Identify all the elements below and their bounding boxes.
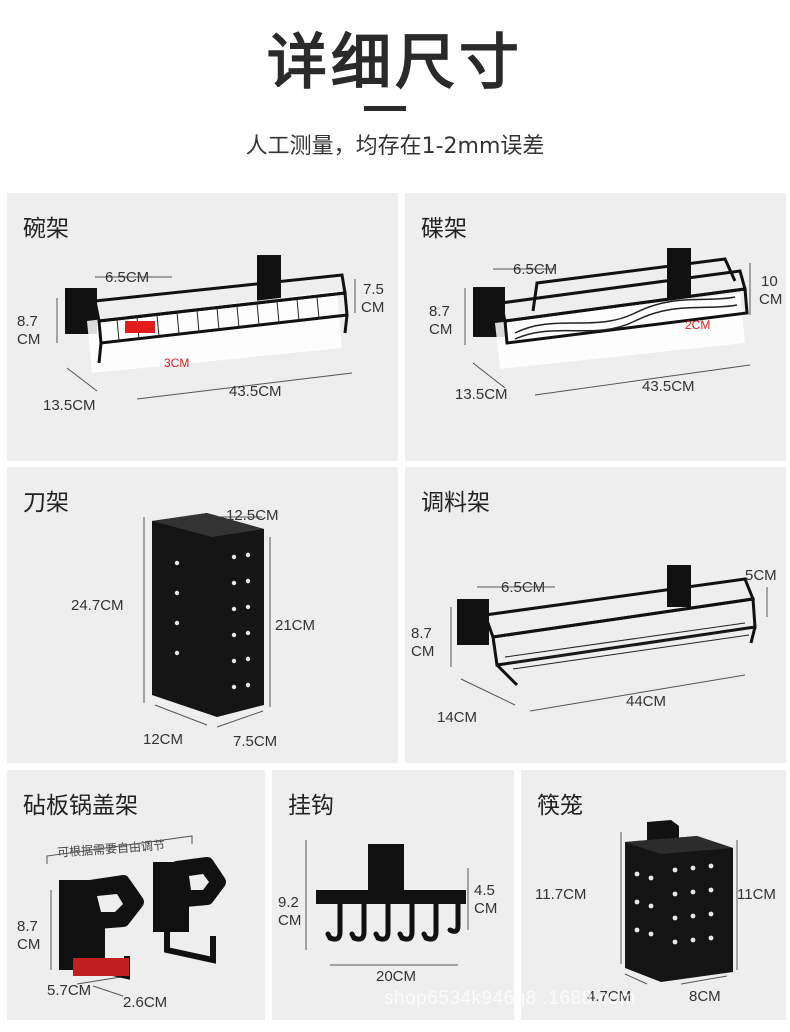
dim-height-unit: CM: [17, 936, 41, 953]
dim-hook-height: 4.5: [474, 882, 495, 899]
dim-height-left-unit: CM: [17, 331, 41, 348]
dim-height-right-unit: CM: [361, 299, 385, 316]
dim-body-height: 21CM: [275, 617, 316, 634]
page-title: 详细尺寸: [267, 28, 523, 98]
dim-total-height: 11.7CM: [535, 886, 587, 903]
dim-width-top: 6.5CM: [501, 579, 546, 596]
panel-title: 调料架: [421, 490, 490, 516]
board-lid-rack-image: [46, 835, 226, 997]
dim-height-left-unit: CM: [429, 321, 453, 338]
dim-depth: 2.6CM: [123, 994, 168, 1011]
panel-title: 碟架: [421, 216, 467, 242]
dim-depth: 13.5CM: [455, 386, 508, 403]
chopstick-holder-image: [620, 820, 738, 985]
dim-height-left: 8.7: [429, 303, 450, 320]
dim-width: 12CM: [143, 731, 184, 748]
dim-gap: 3CM: [164, 356, 190, 370]
spice-rack-image: [450, 565, 768, 712]
dim-height-left: 8.7: [17, 313, 38, 330]
dim-height-right-unit: CM: [759, 291, 783, 308]
dim-width: 8CM: [689, 988, 721, 1005]
dim-gap: 2CM: [685, 318, 711, 332]
dim-length: 44CM: [626, 693, 667, 710]
title-divider: [364, 106, 406, 111]
dim-height-left-unit: CM: [411, 643, 435, 660]
panel-title: 刀架: [23, 490, 69, 516]
hook-image: [305, 840, 469, 966]
dim-depth: 7.5CM: [233, 733, 278, 750]
panel-title: 挂钩: [288, 793, 334, 819]
panel-title: 筷笼: [537, 793, 583, 819]
panel-hook: 挂钩 9.2 CM 4.5 CM 20CM: [272, 770, 514, 1020]
dim-height-right: 5CM: [745, 567, 777, 584]
dim-height-unit: CM: [278, 912, 302, 929]
dim-height-right: 10: [761, 273, 778, 290]
panel-chopstick-holder: 筷笼 11.7CM 11CM 4.7CM 8CM: [521, 770, 786, 1020]
dim-top-width: 12.5CM: [226, 507, 279, 524]
dim-height-left: 8.7: [411, 625, 432, 642]
dim-hook-height-unit: CM: [474, 900, 498, 917]
panel-title: 碗架: [23, 216, 69, 242]
panel-title: 砧板锅盖架: [23, 793, 138, 819]
panel-board-lid-rack: 砧板锅盖架 可根据需要自由调节 8.7 CM 5.7CM 2.6CM: [7, 770, 265, 1020]
dim-length: 43.5CM: [229, 383, 282, 400]
dim-height-right: 7.5: [363, 281, 384, 298]
panel-knife-rack: 刀架 12.5CM 24.7CM 21CM 12CM 7.5CM: [7, 467, 398, 763]
dim-length: 43.5CM: [642, 378, 695, 395]
dim-depth: 4.7CM: [587, 988, 632, 1005]
dim-body-height: 11CM: [737, 886, 776, 903]
shop-watermark: shop6534k946g8 .1688.com: [384, 988, 636, 1009]
dim-width-top: 6.5CM: [513, 261, 558, 278]
dim-width: 5.7CM: [47, 982, 92, 999]
panel-spice-rack: 调料架 6.5CM 5CM 8.7 CM 14CM 44CM: [405, 467, 786, 763]
knife-rack-image: [143, 513, 271, 728]
dim-height: 9.2: [278, 894, 299, 911]
dim-depth: 13.5CM: [43, 397, 96, 414]
bowl-rack-image: [56, 255, 356, 400]
dim-height: 8.7: [17, 918, 38, 935]
panel-bowl-rack: 碗架 6.5CM 7.5 CM 8.7 CM 3CM: [7, 193, 398, 461]
dish-rack-image: [464, 248, 751, 396]
panel-dish-rack: 碟架 6.5CM 10 CM 8.7 CM 2CM 13.5CM 43.5CM: [405, 193, 786, 461]
dim-depth: 14CM: [437, 709, 478, 726]
dim-width-top: 6.5CM: [105, 269, 150, 286]
dim-total-height: 24.7CM: [71, 597, 124, 614]
dim-length: 20CM: [376, 968, 417, 985]
page-subtitle: 人工测量，均存在1-2mm误差: [245, 134, 545, 159]
